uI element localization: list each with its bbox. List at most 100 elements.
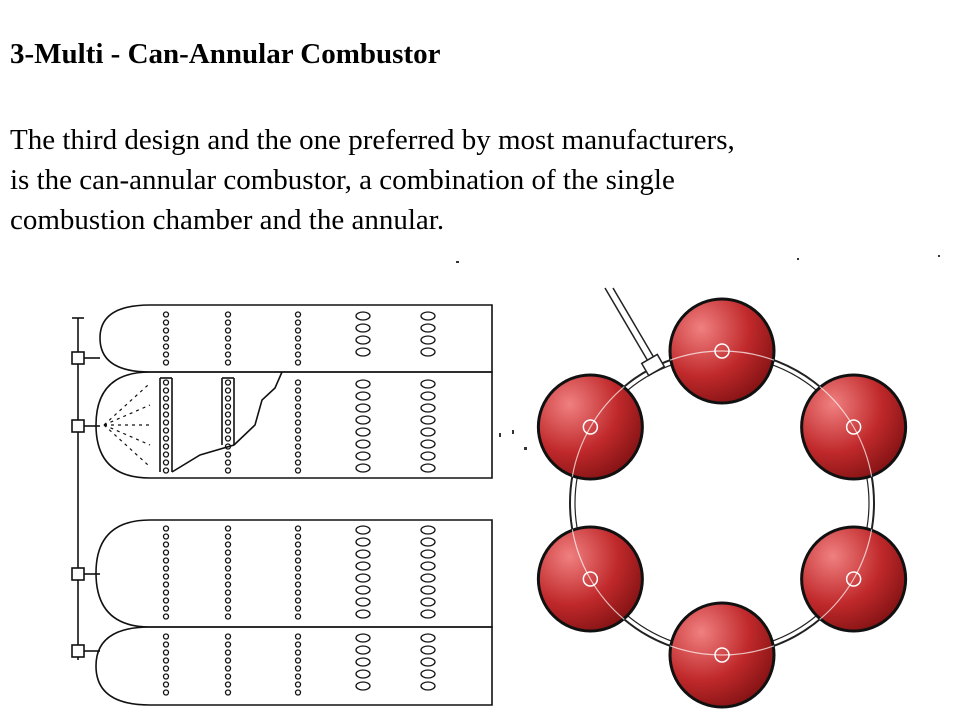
dilution-hole	[420, 415, 436, 425]
dilution-hole	[294, 419, 302, 426]
dilution-hole	[224, 343, 232, 350]
dilution-hole	[224, 379, 232, 386]
dilution-hole	[355, 415, 371, 425]
dilution-hole	[162, 573, 170, 580]
dilution-hole	[224, 689, 232, 696]
dilution-hole	[162, 387, 170, 394]
dilution-hole	[224, 641, 232, 648]
dilution-hole	[355, 335, 371, 345]
dilution-hole	[294, 589, 302, 596]
dilution-hole	[162, 597, 170, 604]
can-side-4	[95, 626, 493, 706]
dilution-hole	[162, 403, 170, 410]
dilution-hole	[162, 311, 170, 318]
dilution-hole	[294, 327, 302, 334]
dilution-hole	[224, 681, 232, 688]
dilution-hole	[355, 537, 371, 547]
dilution-hole	[162, 557, 170, 564]
dilution-hole	[224, 525, 232, 532]
dilution-hole	[420, 573, 436, 583]
dilution-hole	[224, 533, 232, 540]
dilution-hole	[294, 657, 302, 664]
dilution-hole	[162, 427, 170, 434]
dilution-hole	[224, 351, 232, 358]
dilution-hole	[224, 411, 232, 418]
dilution-hole	[420, 597, 436, 607]
dilution-hole	[420, 645, 436, 655]
dilution-hole	[355, 347, 371, 357]
dilution-hole	[224, 657, 232, 664]
dilution-hole	[162, 327, 170, 334]
dilution-hole	[355, 681, 371, 691]
dilution-hole	[420, 427, 436, 437]
dilution-hole	[355, 439, 371, 449]
dilution-hole	[224, 319, 232, 326]
dilution-hole	[294, 459, 302, 466]
dilution-hole	[162, 613, 170, 620]
dilution-hole	[420, 463, 436, 473]
dilution-hole	[355, 645, 371, 655]
combustion-can	[668, 297, 776, 405]
fuel-nozzle	[71, 419, 100, 433]
dilution-hole	[162, 351, 170, 358]
dilution-hole	[294, 689, 302, 696]
dilution-hole	[420, 609, 436, 619]
dilution-hole	[420, 379, 436, 389]
dilution-hole	[294, 605, 302, 612]
dilution-hole	[162, 359, 170, 366]
dilution-hole	[420, 451, 436, 461]
fuel-nozzle	[71, 351, 100, 365]
can-hub	[845, 419, 862, 435]
dilution-hole	[162, 589, 170, 596]
dilution-hole	[294, 649, 302, 656]
dilution-hole	[294, 427, 302, 434]
dilution-hole	[162, 451, 170, 458]
dilution-hole	[162, 673, 170, 680]
dilution-hole	[420, 549, 436, 559]
dilution-hole	[420, 525, 436, 535]
can-hub	[582, 419, 599, 435]
dilution-hole	[294, 557, 302, 564]
dilution-hole	[224, 443, 232, 450]
dilution-hole	[355, 311, 371, 321]
dilution-hole	[355, 633, 371, 643]
dilution-hole	[294, 597, 302, 604]
body-line-2: is the can-annular combustor, a combinat…	[10, 164, 675, 196]
dilution-hole	[294, 351, 302, 358]
body-line-1: The third design and the one preferred b…	[10, 124, 735, 156]
dilution-hole	[162, 443, 170, 450]
dilution-hole	[355, 585, 371, 595]
dilution-hole	[162, 435, 170, 442]
dilution-hole	[355, 463, 371, 473]
dilution-hole	[294, 467, 302, 474]
dilution-hole	[162, 605, 170, 612]
dilution-hole	[355, 573, 371, 583]
dilution-hole	[294, 343, 302, 350]
dilution-hole	[224, 311, 232, 318]
combustion-can	[668, 601, 776, 709]
dilution-hole	[224, 633, 232, 640]
dilution-hole	[224, 589, 232, 596]
dilution-hole	[162, 641, 170, 648]
dilution-hole	[355, 657, 371, 667]
can-side-2	[95, 371, 493, 479]
dilution-hole	[294, 633, 302, 640]
dilution-hole	[294, 451, 302, 458]
side-view-cutaway	[71, 304, 493, 706]
dilution-hole	[224, 387, 232, 394]
dilution-hole	[294, 541, 302, 548]
dilution-hole	[162, 633, 170, 640]
dilution-hole	[294, 311, 302, 318]
dilution-hole	[224, 613, 232, 620]
dilution-hole	[224, 459, 232, 466]
dilution-hole	[224, 327, 232, 334]
dilution-hole	[224, 395, 232, 402]
dilution-hole	[294, 359, 302, 366]
slide-body-text: The third design and the one preferred b…	[10, 120, 950, 240]
dilution-hole	[355, 379, 371, 389]
fuel-nozzle	[71, 567, 100, 581]
dilution-hole	[162, 335, 170, 342]
dilution-hole	[294, 435, 302, 442]
dilution-hole	[294, 319, 302, 326]
